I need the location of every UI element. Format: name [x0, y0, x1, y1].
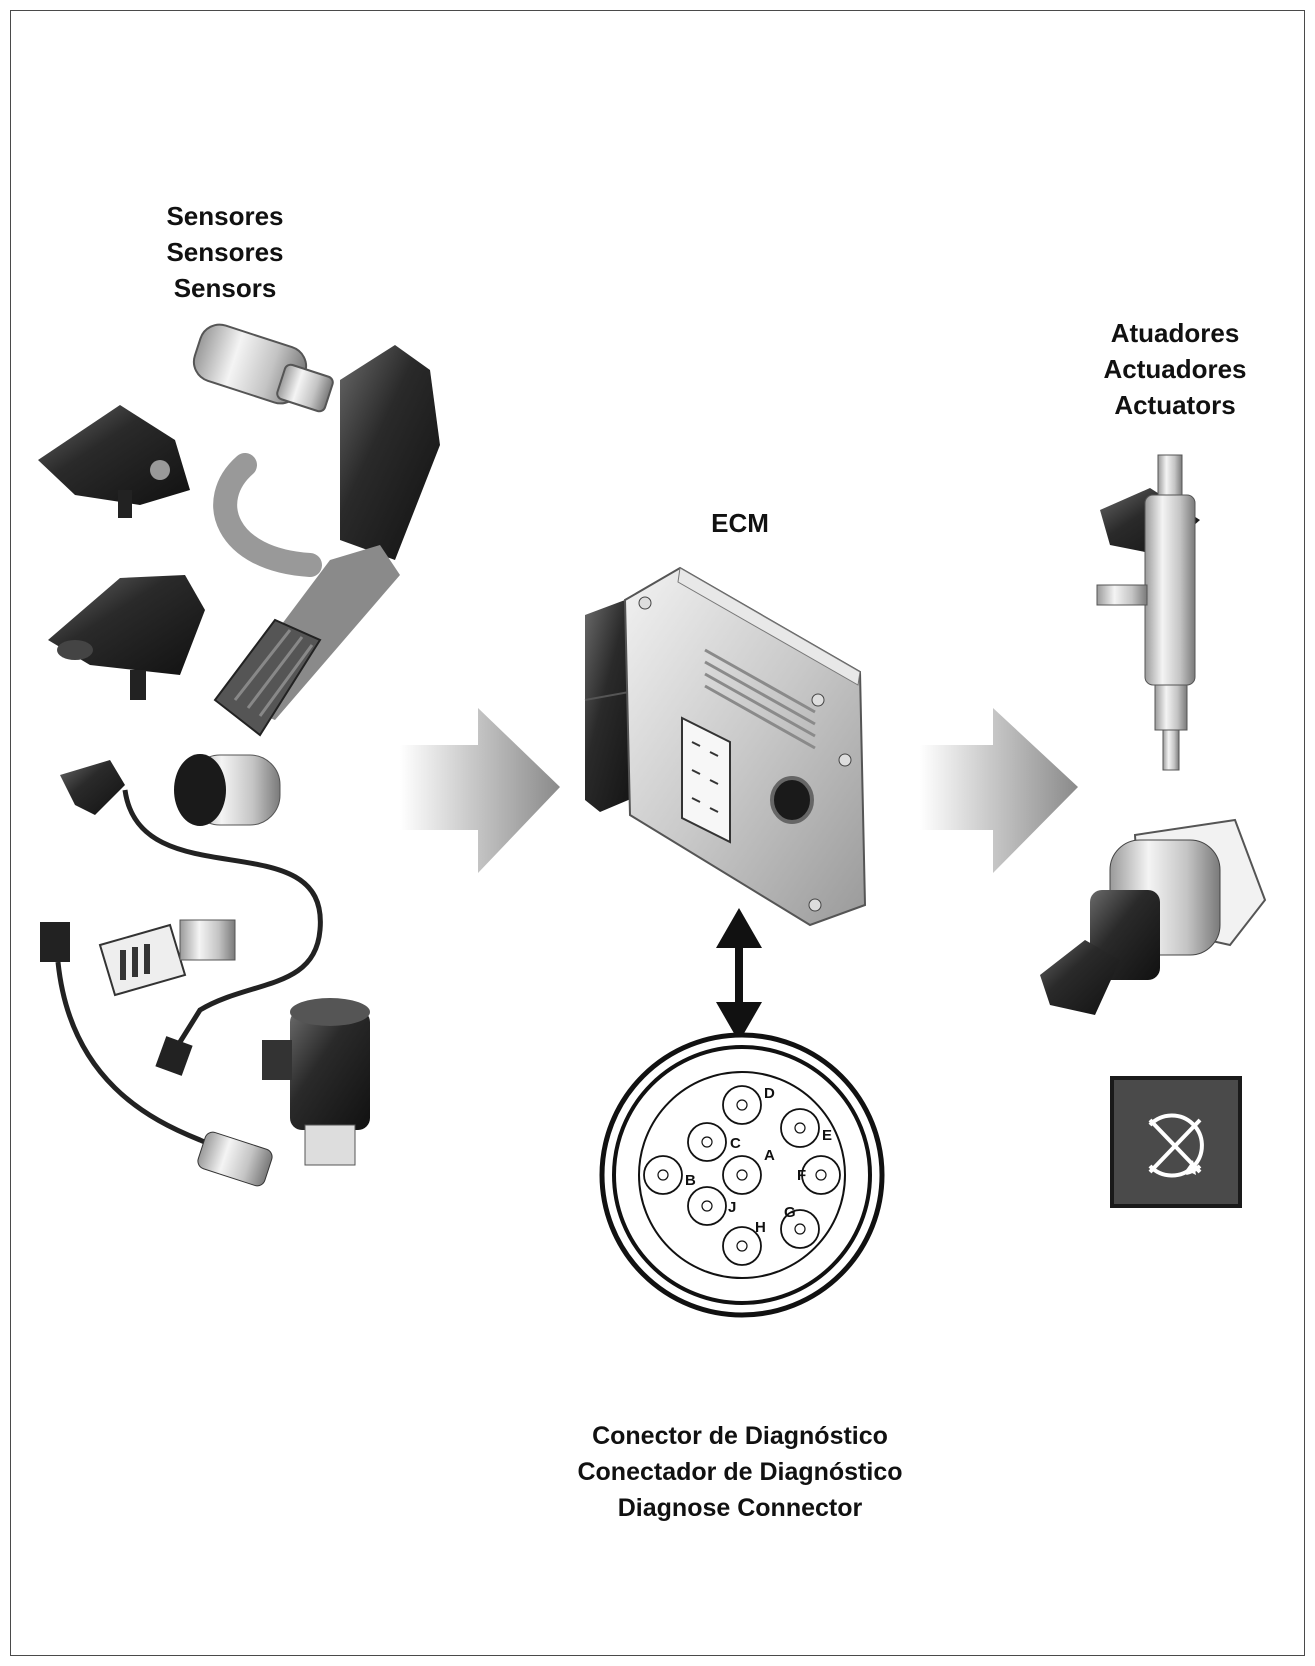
no-rotation-warning-icon — [1110, 1076, 1242, 1208]
connector-pin-label: C — [730, 1135, 741, 1152]
diag-label-es: Conectador de Diagnóstico — [577, 1458, 903, 1486]
diagram-frame — [10, 10, 1305, 1656]
speed-sensor-image — [60, 760, 323, 1076]
fuel-injector-image — [1096, 454, 1200, 771]
diag-label-pt: Conector de Diagnóstico — [592, 1422, 888, 1450]
connector-pin-h: H — [722, 1219, 766, 1266]
connector-pin-label: B — [685, 1172, 696, 1189]
crank-sensor-image — [40, 922, 273, 1187]
ecm-module-image — [584, 566, 867, 927]
diag-label-en: Diagnose Connector — [617, 1494, 863, 1522]
pressure-sensor-image — [192, 323, 334, 413]
connector-pin-d: D — [722, 1085, 775, 1125]
sensors-label-es: Sensores — [166, 237, 284, 267]
connector-pin-label: J — [728, 1199, 736, 1216]
actuators-label: Atuadores Actuadores Actuators — [1060, 315, 1290, 423]
connector-pins: A B C D E F G H J — [643, 1085, 841, 1266]
connector-pin-label: E — [822, 1127, 832, 1144]
sensors-label: Sensores Sensores Sensors — [110, 198, 340, 306]
sensors-label-pt: Sensores — [166, 201, 284, 231]
diag-connector-label: Conector de Diagnóstico Conectador de Di… — [540, 1418, 940, 1526]
connector-pin-label: A — [764, 1147, 775, 1164]
temperature-sensor-image — [98, 919, 236, 997]
double-headed-arrow-icon — [716, 908, 762, 1042]
map-sensor-bottom-image — [48, 575, 205, 700]
actuators-label-en: Actuators — [1114, 390, 1236, 420]
connector-pin-a: A — [722, 1147, 775, 1195]
connector-pin-label: H — [755, 1219, 766, 1236]
arrow-sensors-to-ecm-icon — [400, 708, 560, 873]
sensors-label-en: Sensors — [173, 273, 277, 303]
ecm-label-text: ECM — [711, 508, 769, 538]
connector-pin-j: J — [687, 1186, 736, 1226]
solenoid-valve-image — [262, 998, 370, 1166]
accelerator-pedal-image — [213, 345, 440, 737]
actuators-label-pt: Atuadores — [1110, 318, 1240, 348]
connector-pin-label: G — [784, 1204, 796, 1221]
connector-pin-g: G — [780, 1204, 820, 1249]
connector-pin-c: C — [687, 1122, 741, 1162]
ecm-label: ECM — [680, 505, 800, 541]
map-sensor-top-image — [38, 405, 190, 518]
pressure-control-valve-image — [1040, 818, 1267, 1015]
connector-pin-b: B — [643, 1155, 696, 1195]
connector-pin-e: E — [780, 1108, 832, 1148]
connector-pin-label: D — [764, 1085, 775, 1102]
connector-pin-f: F — [797, 1155, 841, 1195]
arrow-ecm-to-actuators-icon — [920, 708, 1078, 873]
connector-pin-label: F — [797, 1167, 806, 1184]
cylinder-sensor-image — [174, 754, 281, 826]
actuators-label-es: Actuadores — [1103, 354, 1247, 384]
